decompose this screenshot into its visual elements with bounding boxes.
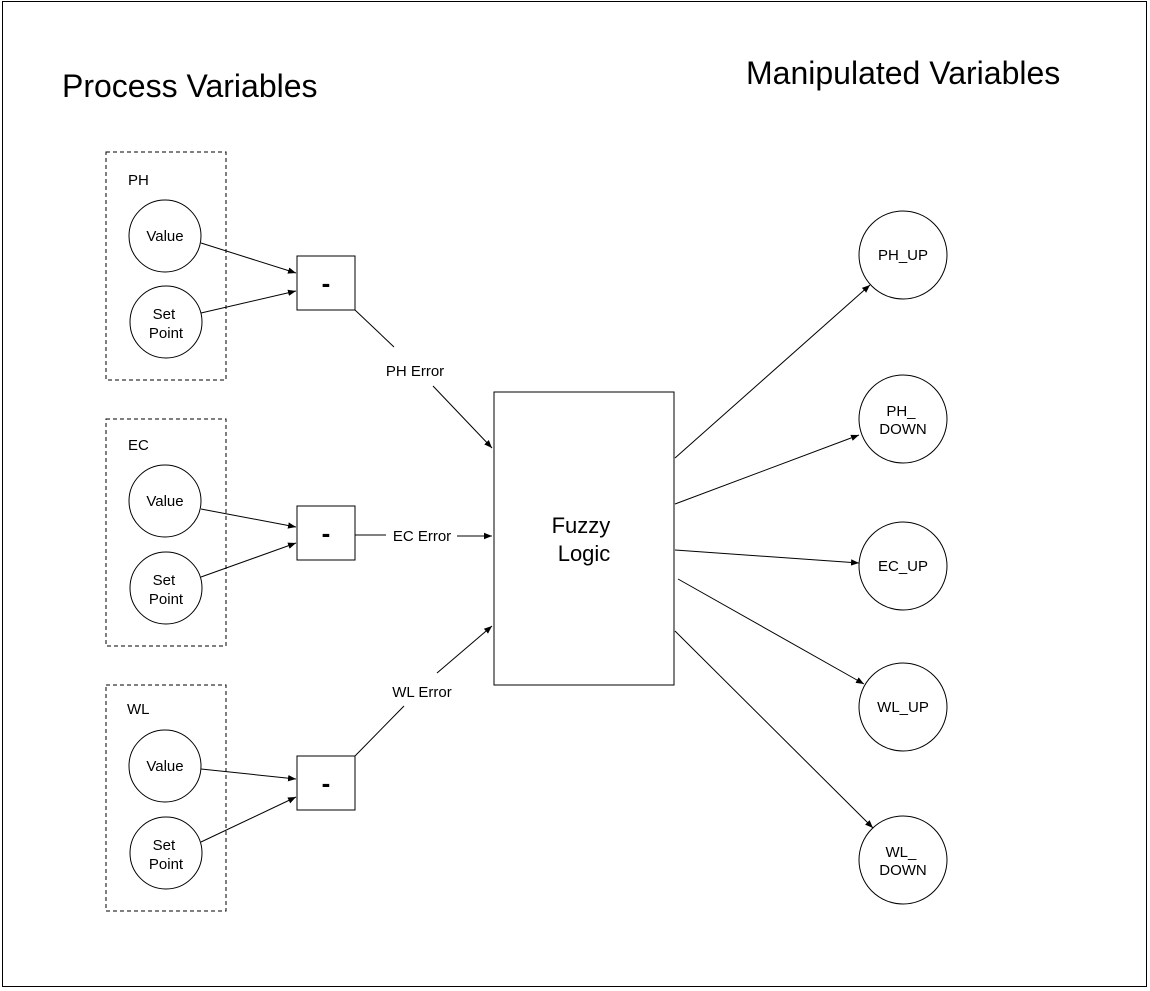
wl-down-label-line1: WL_ xyxy=(885,844,917,861)
wl-error-arrow-segment-2 xyxy=(436,625,493,674)
ph-setpoint-label-line2: Point xyxy=(149,325,184,342)
ph-value-node xyxy=(128,199,202,273)
ph-error-label: PH Error xyxy=(386,363,444,380)
ec-value-node xyxy=(128,464,202,538)
ec-value-label: Value xyxy=(146,493,183,510)
wl-down-label: WL_ DOWN xyxy=(879,844,927,879)
wl-value-node xyxy=(128,729,202,803)
fuzzy-to-ph-up-arrow xyxy=(674,284,871,459)
ec-setpoint-node xyxy=(129,551,203,625)
ph-up-label: PH_UP xyxy=(878,247,928,264)
fuzzy-logic-label: Fuzzy Logic xyxy=(552,513,617,566)
wl-subtract-label: - xyxy=(322,768,331,798)
ec-group-box xyxy=(105,418,227,647)
wl-subtract-box xyxy=(296,755,356,811)
ph-setpoint-node xyxy=(129,285,203,359)
ph-error-arrow-segment-2 xyxy=(432,385,493,449)
ph-value-label: Value xyxy=(146,228,183,245)
ec-subtract-label: - xyxy=(322,518,331,548)
manipulated-variables-heading: Manipulated Variables xyxy=(746,55,1060,91)
ph-down-label-line2: DOWN xyxy=(879,421,927,438)
ph-error-arrow-segment-1 xyxy=(354,309,395,348)
wl-error-label: WL Error xyxy=(392,684,451,701)
ec-error-label: EC Error xyxy=(393,528,451,545)
ph-up-node xyxy=(858,210,948,300)
fuzzy-to-ph-down-arrow xyxy=(674,434,860,505)
ph-group-label: PH xyxy=(128,172,149,189)
ec-up-node xyxy=(858,521,948,611)
ec-subtract-box xyxy=(296,505,356,561)
wl-setpoint-to-subtract-arrow xyxy=(200,796,297,843)
fuzzy-logic-label-line2: Logic xyxy=(558,541,611,566)
fuzzy-logic-box xyxy=(493,391,675,686)
ph-setpoint-to-subtract-arrow xyxy=(200,289,297,314)
ec-up-label: EC_UP xyxy=(878,558,928,575)
ec-value-to-subtract-arrow xyxy=(200,508,297,529)
wl-value-to-subtract-arrow xyxy=(200,768,297,782)
ph-down-label-line1: PH_ xyxy=(886,403,916,420)
ec-group-label: EC xyxy=(128,437,149,454)
wl-up-node xyxy=(858,662,948,752)
ph-setpoint-label-line1: Set xyxy=(153,306,176,323)
ph-down-label: PH_ DOWN xyxy=(879,403,927,438)
wl-setpoint-label-line2: Point xyxy=(149,856,184,873)
ec-setpoint-label: Set Point xyxy=(149,572,184,608)
ph-setpoint-label: Set Point xyxy=(149,306,184,342)
ph-down-node xyxy=(858,374,948,464)
wl-group-label: WL xyxy=(127,701,150,718)
ph-subtract-box xyxy=(296,255,356,311)
ph-group-box xyxy=(105,151,227,381)
wl-group-box xyxy=(105,684,227,912)
fuzzy-to-wl-down-arrow xyxy=(674,630,874,829)
wl-setpoint-label-line1: Set xyxy=(153,837,176,854)
wl-setpoint-label: Set Point xyxy=(149,837,184,873)
wl-error-arrow-segment-1 xyxy=(354,705,405,757)
ec-setpoint-label-line1: Set xyxy=(153,572,176,589)
wl-up-label: WL_UP xyxy=(877,699,929,716)
ec-setpoint-label-line2: Point xyxy=(149,591,184,608)
wl-setpoint-node xyxy=(129,816,203,890)
wl-down-label-line2: DOWN xyxy=(879,862,927,879)
wl-value-label: Value xyxy=(146,758,183,775)
ec-setpoint-to-subtract-arrow xyxy=(200,542,297,578)
fuzzy-to-wl-up-arrow xyxy=(677,578,865,685)
wl-down-node xyxy=(858,815,948,905)
ph-value-to-subtract-arrow xyxy=(200,242,297,274)
fuzzy-logic-label-line1: Fuzzy xyxy=(552,513,611,538)
fuzzy-to-ec-up-arrow xyxy=(674,549,860,566)
ph-subtract-label: - xyxy=(322,268,331,298)
process-variables-heading: Process Variables xyxy=(62,68,318,104)
